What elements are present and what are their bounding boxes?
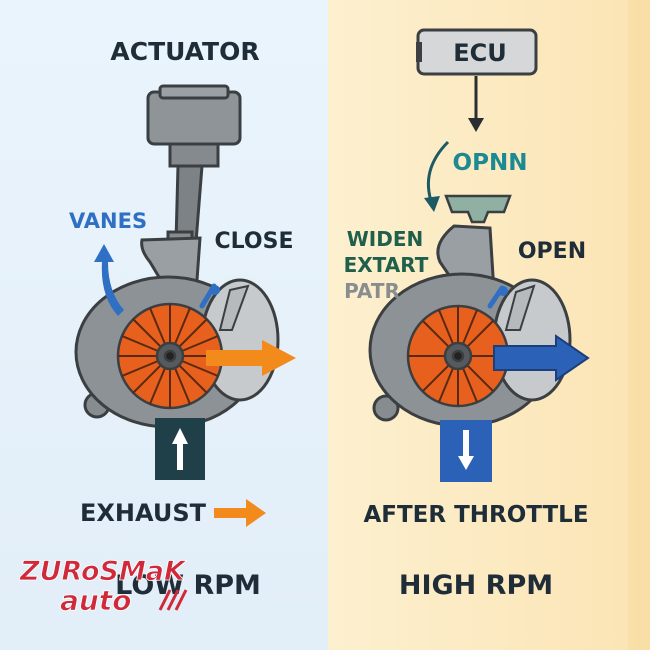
- widen-label: WIDEN: [347, 227, 424, 251]
- right-edge-strip: [628, 0, 650, 650]
- right-exhaust-pipe: [440, 420, 492, 482]
- extart-label: EXTART: [344, 253, 429, 277]
- actuator-label: ACTUATOR: [110, 37, 259, 66]
- watermark-logo: ZURoSMaK auto: [19, 556, 188, 618]
- left-turbine-wheel: [116, 302, 224, 410]
- low-rpm-label: LOW RPM: [115, 570, 261, 601]
- curved-signal-arrow: [424, 140, 450, 212]
- right-actuator-cap: [444, 194, 512, 224]
- watermark-line2: auto: [60, 584, 131, 617]
- left-orange-arrow: [206, 340, 296, 376]
- after-throttle-label: AFTER THROTTLE: [363, 502, 588, 528]
- right-turbine-wheel: [406, 304, 510, 408]
- exhaust-label: EXHAUST: [80, 499, 207, 527]
- high-rpm-label: HIGH RPM: [399, 570, 553, 601]
- left-actuator: [146, 84, 242, 254]
- right-blue-flow-arrow: [493, 334, 590, 382]
- left-exhaust-pipe: [155, 418, 205, 480]
- patr-label: PATR: [344, 279, 400, 303]
- vanes-label: VANES: [69, 209, 147, 233]
- ecu-box: [416, 28, 538, 76]
- opnn-label: OPNN: [453, 150, 528, 176]
- exhaust-flow-arrow: [214, 499, 266, 527]
- ecu-down-arrow: [468, 76, 484, 132]
- ecu-label: ECU: [453, 39, 507, 67]
- left-vanes-arrow: [94, 244, 124, 316]
- left-vane-linkage: [199, 283, 220, 309]
- watermark-line1: ZURoSMaK: [19, 556, 187, 587]
- right-vane-linkage: [487, 285, 508, 309]
- close-label: CLOSE: [215, 229, 294, 254]
- open-label: OPEN: [518, 239, 586, 264]
